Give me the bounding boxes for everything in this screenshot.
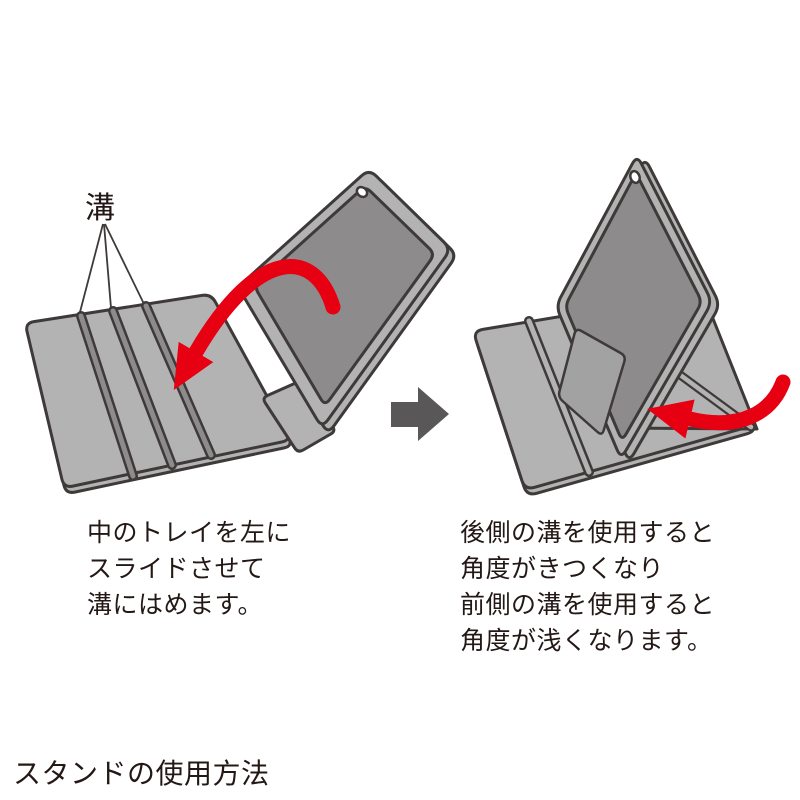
left-illustration	[25, 170, 456, 494]
figure-title: スタンドの使用方法	[13, 758, 270, 789]
slide-arrow-icon	[188, 259, 341, 360]
stand-arrow-icon	[682, 374, 791, 431]
stand-arrow-head	[647, 399, 695, 439]
groove-label: 溝	[85, 192, 116, 225]
slide-arrow-head	[173, 341, 214, 390]
leader-line-2	[103, 223, 112, 309]
left-caption: 中のトレイを左に スライドさせて 溝にはめます。	[87, 515, 291, 623]
caption-line: 後側の溝を使用すると	[460, 519, 716, 547]
caption-line: 溝にはめます。	[87, 591, 264, 619]
caption-line: 中のトレイを左に	[87, 519, 292, 547]
caption-line: 前側の溝を使用すると	[460, 591, 716, 619]
groove-slot-1-inner	[78, 313, 136, 479]
camera-hole-icon	[629, 169, 641, 185]
right-illustration	[473, 157, 791, 496]
caption-line: 角度が浅くなります。	[460, 627, 713, 655]
right-caption: 後側の溝を使用すると 角度がきつくなり 前側の溝を使用すると 角度が浅くなります…	[460, 515, 715, 659]
groove-slot-2-inner	[110, 308, 175, 468]
leader-line-1	[79, 223, 104, 313]
caption-line: スライドさせて	[87, 555, 266, 583]
camera-hole-icon	[355, 185, 369, 199]
tray-visible-patch	[557, 328, 626, 435]
step-arrow-icon	[391, 387, 449, 441]
leader-line-3	[104, 223, 145, 305]
caption-line: 角度がきつくなり	[460, 555, 665, 583]
